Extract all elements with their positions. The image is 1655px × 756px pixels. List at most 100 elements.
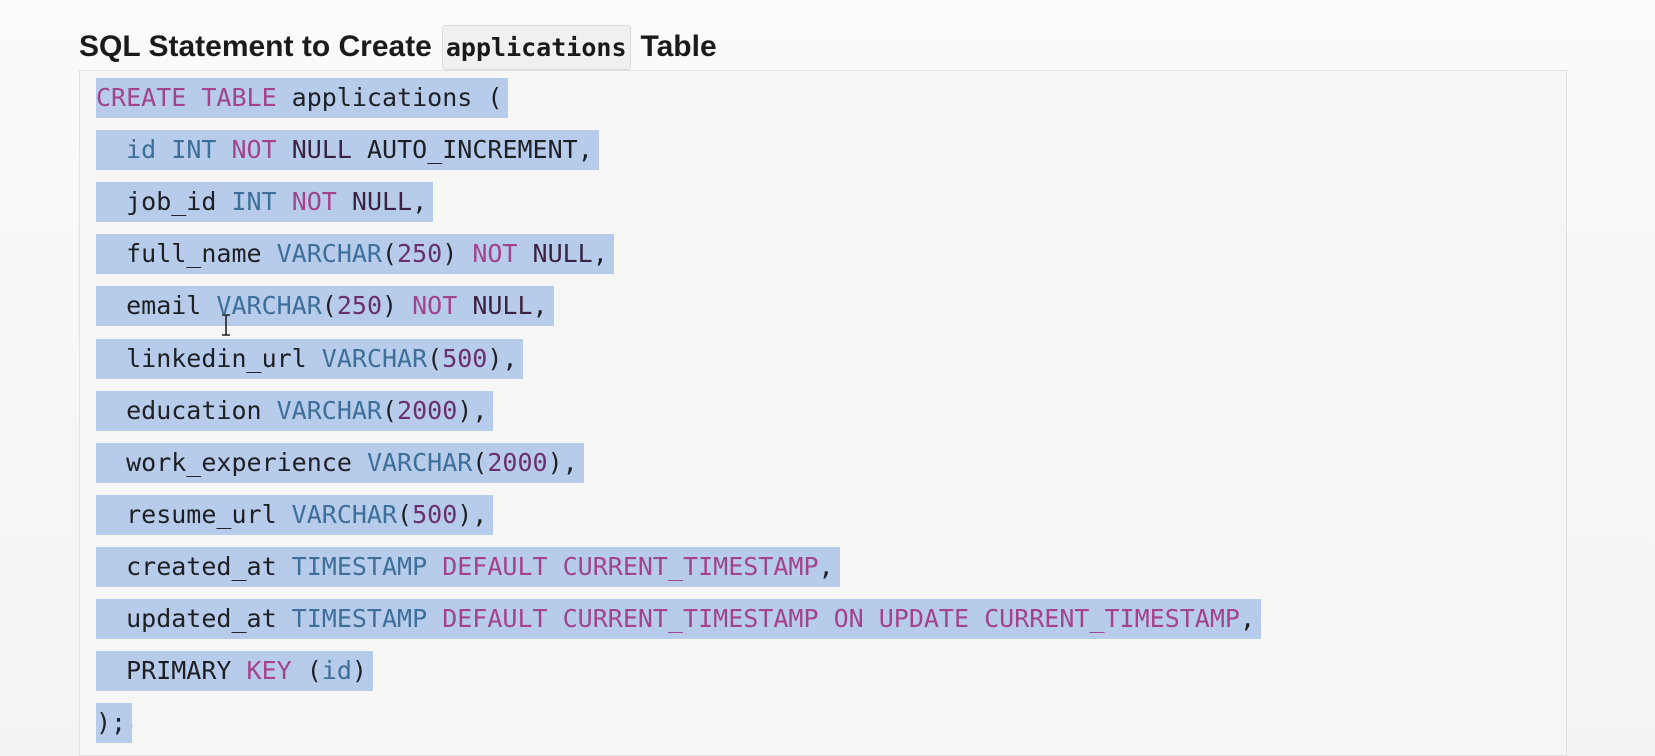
code-token: resume_url: [96, 499, 292, 529]
code-line: 7 education VARCHAR(2000),: [80, 390, 1566, 431]
code-token: (: [427, 343, 443, 373]
code-token: [517, 239, 532, 268]
code-token: ,: [412, 187, 428, 217]
code-text: CREATE TABLE applications (: [96, 78, 509, 118]
code-line: 11 updated_at TIMESTAMP DEFAULT CURRENT_…: [80, 599, 1566, 639]
code-token: ),: [487, 343, 518, 373]
code-token: KEY: [246, 656, 292, 686]
code-token: INT: [231, 187, 277, 217]
code-line: 8 work_experience VARCHAR(2000),: [80, 442, 1566, 483]
code-token: ),: [547, 447, 578, 477]
code-token: (: [472, 447, 488, 477]
code-token: PRIMARY: [96, 656, 247, 686]
code-line: 2 id INT NOT NULL AUTO_INCREMENT,: [80, 130, 1566, 171]
code-token: 500: [442, 343, 488, 373]
code-token: NOT: [412, 291, 458, 321]
code-token: NOT: [472, 239, 518, 269]
code-token: TIMESTAMP: [291, 604, 428, 633]
code-token: 250: [397, 239, 443, 269]
code-token: education: [96, 395, 277, 425]
code-text: created_at TIMESTAMP DEFAULT CURRENT_TIM…: [96, 546, 840, 587]
code-token: ,: [592, 239, 608, 269]
code-token: applications (: [276, 83, 503, 112]
code-line: 5 email VARCHAR(250) NOT NULL,: [80, 286, 1566, 327]
code-token: NULL: [472, 291, 533, 321]
code-token: CREATE TABLE: [96, 83, 277, 112]
code-token: VARCHAR: [291, 499, 398, 529]
code-text: email VARCHAR(250) NOT NULL,: [96, 286, 554, 327]
code-token: work_experience: [96, 447, 367, 477]
code-line: 10 created_at TIMESTAMP DEFAULT CURRENT_…: [80, 546, 1566, 587]
code-token: TIMESTAMP: [291, 551, 428, 581]
title-prefix: SQL Statement to Create: [79, 30, 432, 63]
code-text: PRIMARY KEY (id): [96, 651, 373, 692]
code-token: [427, 604, 442, 633]
code-token: full_name: [96, 239, 277, 269]
code-text: id INT NOT NULL AUTO_INCREMENT,: [96, 130, 599, 171]
code-token: NOT: [291, 187, 337, 217]
title-inline-code: applications: [441, 24, 631, 70]
code-token: DEFAULT: [442, 551, 548, 581]
code-token: NOT: [231, 135, 277, 165]
code-token: id: [321, 656, 352, 686]
code-token: ,: [818, 551, 834, 581]
code-token: [156, 135, 171, 164]
code-token: ,: [1239, 604, 1256, 633]
title-suffix: Table: [640, 30, 717, 63]
code-token: NULL: [351, 187, 413, 217]
code-token: [969, 604, 984, 633]
code-token: email: [96, 291, 217, 321]
code-token: 2000: [487, 447, 548, 477]
code-token: [548, 604, 563, 633]
code-token: ,: [532, 291, 548, 321]
code-token: [457, 291, 472, 320]
code-token: NULL: [532, 239, 593, 269]
code-token: [277, 187, 292, 216]
code-token: (: [381, 395, 398, 425]
code-text: resume_url VARCHAR(500),: [96, 494, 494, 535]
code-token: (: [381, 239, 398, 269]
code-text: updated_at TIMESTAMP DEFAULT CURRENT_TIM…: [96, 599, 1262, 639]
code-token: (: [291, 656, 322, 686]
code-token: VARCHAR: [321, 343, 428, 373]
code-token: ): [442, 239, 473, 269]
code-token: (: [397, 499, 413, 529]
code-token: ON UPDATE: [833, 604, 970, 633]
code-token: 500: [412, 499, 458, 529]
code-token: CURRENT_TIMESTAMP: [562, 551, 819, 581]
code-line: 3 job_id INT NOT NULL,: [80, 182, 1566, 223]
code-token: [819, 604, 834, 633]
code-line: 13);: [80, 703, 1566, 744]
code-token: ),: [457, 395, 488, 425]
code-text: education VARCHAR(2000),: [96, 390, 494, 431]
code-token: INT: [171, 135, 217, 165]
code-token: CURRENT_TIMESTAMP: [984, 604, 1240, 633]
code-line: 9 resume_url VARCHAR(500),: [80, 494, 1566, 535]
code-text: job_id INT NOT NULL,: [96, 182, 434, 223]
code-line: 12 PRIMARY KEY (id): [80, 651, 1566, 692]
code-text: );: [96, 703, 133, 744]
code-token: VARCHAR: [366, 447, 473, 477]
code-token: NULL: [291, 135, 352, 165]
code-token: VARCHAR: [276, 395, 382, 425]
code-text: full_name VARCHAR(250) NOT NULL,: [96, 234, 614, 275]
code-line: 1CREATE TABLE applications (: [80, 78, 1566, 118]
code-token: 250: [336, 291, 382, 321]
code-token: id: [126, 135, 157, 165]
code-token: updated_at: [96, 604, 292, 633]
code-token: CURRENT_TIMESTAMP: [562, 604, 819, 633]
code-token: );: [96, 708, 127, 738]
code-token: ),: [457, 499, 488, 529]
code-token: AUTO_INCREMENT,: [351, 135, 593, 165]
code-line: 6 linkedin_url VARCHAR(500),: [80, 338, 1566, 379]
code-token: (: [321, 291, 337, 321]
code-token: created_at: [96, 551, 292, 581]
code-token: VARCHAR: [216, 291, 322, 321]
code-token: [96, 135, 126, 164]
code-token: job_id: [96, 187, 232, 217]
code-token: [216, 135, 231, 164]
code-block[interactable]: 1CREATE TABLE applications ( 2 id INT NOT…: [79, 70, 1567, 756]
code-token: [337, 187, 352, 216]
code-token: VARCHAR: [276, 239, 382, 269]
code-token: linkedin_url: [96, 343, 322, 373]
